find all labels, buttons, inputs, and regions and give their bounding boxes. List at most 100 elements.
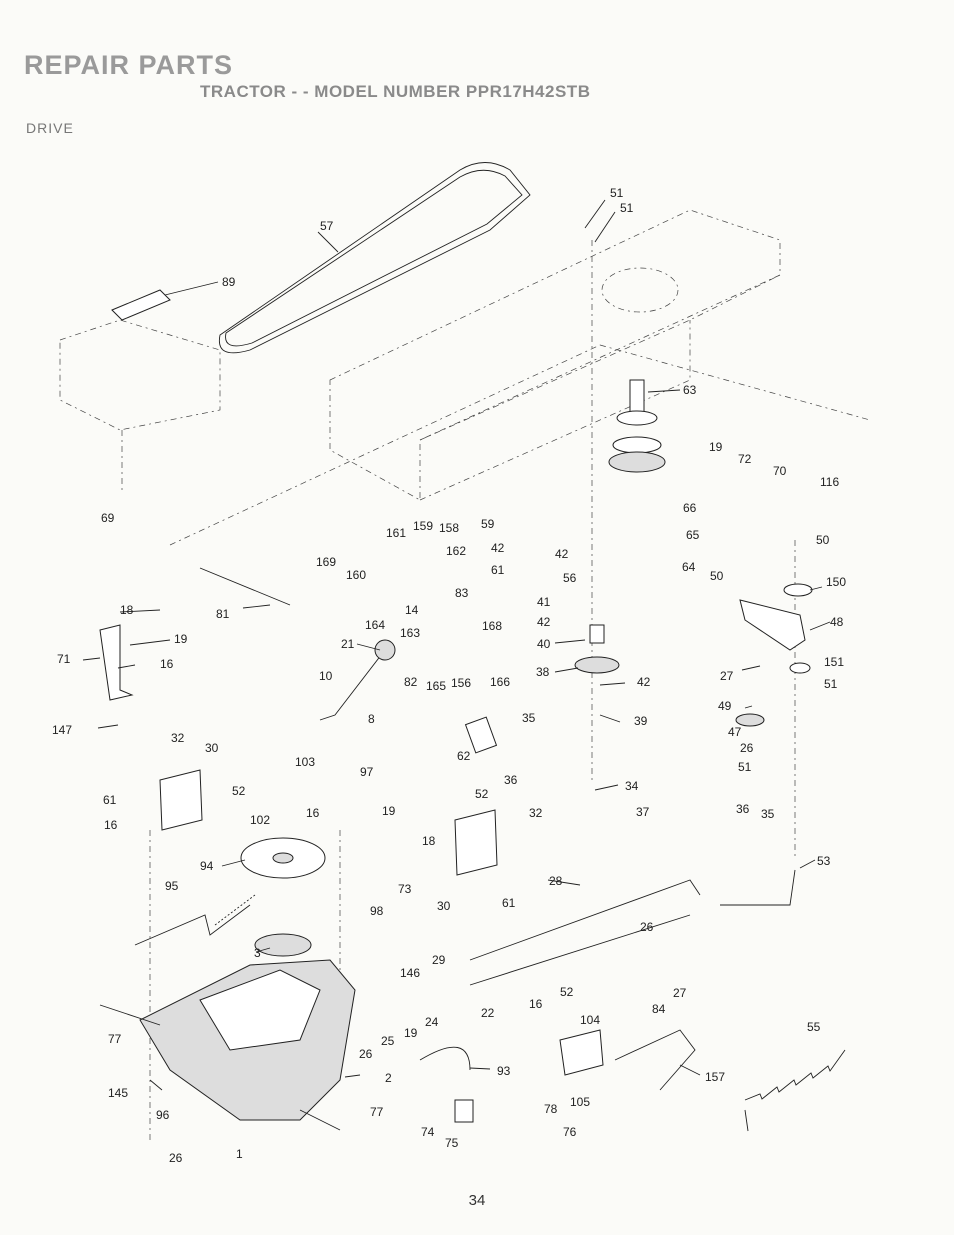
hose-93 xyxy=(419,1046,471,1071)
callout-37: 37 xyxy=(636,805,650,819)
engine-pulley xyxy=(608,379,666,473)
callout-28: 28 xyxy=(549,874,563,888)
callout-65: 65 xyxy=(686,528,700,542)
callout-69: 69 xyxy=(101,511,115,525)
callout-95: 95 xyxy=(165,879,179,893)
callout-49: 49 xyxy=(718,699,732,713)
callout-104: 104 xyxy=(580,1013,600,1027)
callout-55: 55 xyxy=(807,1020,821,1034)
callout-50: 50 xyxy=(710,569,724,583)
callout-102: 102 xyxy=(250,813,270,827)
callout-19: 19 xyxy=(709,440,723,454)
callout-72: 72 xyxy=(738,452,752,466)
callout-47: 47 xyxy=(728,725,742,739)
callout-57: 57 xyxy=(320,219,334,233)
callout-38: 38 xyxy=(536,665,550,679)
callout-42: 42 xyxy=(537,615,551,629)
leader-lines xyxy=(82,199,831,1132)
callout-26: 26 xyxy=(359,1047,373,1061)
callout-41: 41 xyxy=(537,595,551,609)
callout-52: 52 xyxy=(560,985,574,999)
callout-19: 19 xyxy=(382,804,396,818)
callout-59: 59 xyxy=(481,517,495,531)
callout-163: 163 xyxy=(400,626,420,640)
callout-26: 26 xyxy=(640,920,654,934)
callout-157: 157 xyxy=(705,1070,725,1084)
page-number: 34 xyxy=(468,1192,486,1209)
callout-18: 18 xyxy=(120,603,134,617)
callout-61: 61 xyxy=(103,793,117,807)
callout-14: 14 xyxy=(405,603,419,617)
page-title: REPAIR PARTS xyxy=(24,50,234,80)
idler-pulley xyxy=(574,656,620,674)
callout-146: 146 xyxy=(400,966,420,980)
callout-18: 18 xyxy=(422,834,436,848)
callout-83: 83 xyxy=(455,586,469,600)
callout-16: 16 xyxy=(306,806,320,820)
callout-19: 19 xyxy=(174,632,188,646)
callout-73: 73 xyxy=(398,882,412,896)
callout-96: 96 xyxy=(156,1108,170,1122)
bracket-104 xyxy=(559,1029,604,1076)
callout-98: 98 xyxy=(370,904,384,918)
brake-link xyxy=(720,869,796,906)
callout-116: 116 xyxy=(820,475,839,489)
callout-32: 32 xyxy=(529,806,543,820)
callout-76: 76 xyxy=(563,1125,577,1139)
spacer-74 xyxy=(454,1099,474,1123)
shift-rod xyxy=(469,914,691,986)
callout-168: 168 xyxy=(482,619,502,633)
tractor-frame xyxy=(59,209,781,501)
callout-27: 27 xyxy=(673,986,687,1000)
bracket-71 xyxy=(99,624,134,701)
callout-61: 61 xyxy=(502,896,516,910)
callout-24: 24 xyxy=(425,1015,439,1029)
callout-36: 36 xyxy=(736,802,750,816)
clutch-rod xyxy=(469,879,701,961)
callout-77: 77 xyxy=(108,1032,122,1046)
idler-arm xyxy=(739,599,806,651)
callout-81: 81 xyxy=(216,607,230,621)
callout-145: 145 xyxy=(108,1086,128,1100)
callout-74: 74 xyxy=(421,1125,435,1139)
callout-19: 19 xyxy=(404,1026,418,1040)
callout-94: 94 xyxy=(200,859,214,873)
callout-16: 16 xyxy=(160,657,174,671)
callout-158: 158 xyxy=(439,521,459,535)
callout-26: 26 xyxy=(740,741,754,755)
callout-3: 3 xyxy=(254,946,261,960)
callout-50: 50 xyxy=(816,533,830,547)
callout-51: 51 xyxy=(824,677,838,691)
transaxle xyxy=(99,959,356,1131)
callout-169: 169 xyxy=(316,555,336,569)
callout-66: 66 xyxy=(683,501,697,515)
callout-75: 75 xyxy=(445,1136,459,1150)
callout-147: 147 xyxy=(52,723,72,737)
callout-160: 160 xyxy=(346,568,366,582)
brake-rod xyxy=(134,904,251,946)
callout-82: 82 xyxy=(404,675,418,689)
callout-89: 89 xyxy=(222,275,236,289)
model-subtitle: TRACTOR - - MODEL NUMBER PPR17H42STB xyxy=(200,82,591,101)
callout-32: 32 xyxy=(171,731,185,745)
spacer-62 xyxy=(464,716,498,754)
callout-150: 150 xyxy=(826,575,846,589)
callout-84: 84 xyxy=(652,1002,666,1016)
return-spring xyxy=(744,1049,846,1101)
callout-156: 156 xyxy=(451,676,471,690)
callout-159: 159 xyxy=(413,519,433,533)
callout-151: 151 xyxy=(824,655,844,669)
callout-63: 63 xyxy=(683,383,697,397)
callout-48: 48 xyxy=(830,615,844,629)
transaxle-pulley xyxy=(254,933,312,957)
callout-26: 26 xyxy=(169,1151,183,1165)
callout-16: 16 xyxy=(529,997,543,1011)
callout-34: 34 xyxy=(625,779,639,793)
callout-78: 78 xyxy=(544,1102,558,1116)
bracket-89 xyxy=(111,289,171,321)
callout-165: 165 xyxy=(426,679,446,693)
callout-42: 42 xyxy=(637,675,651,689)
callout-30: 30 xyxy=(205,741,219,755)
callout-52: 52 xyxy=(232,784,246,798)
